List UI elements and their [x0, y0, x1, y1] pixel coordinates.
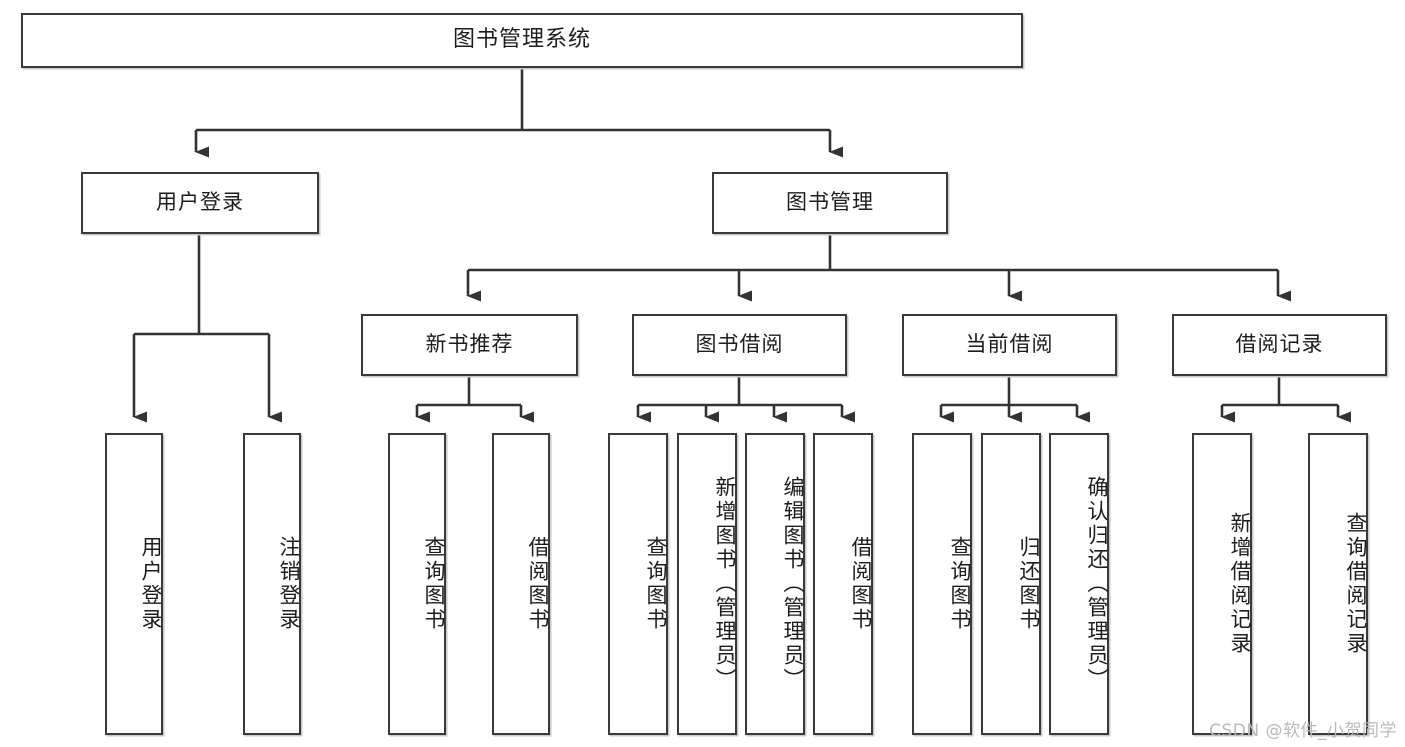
- leaf-edit-book-admin[interactable]: 编辑图书（管理员）: [745, 433, 805, 735]
- node-user-login-label: 用户登录: [156, 190, 244, 215]
- leaf-query-borrow-record-label: 查询借阅记录: [1344, 512, 1368, 656]
- leaf-query-book-label: 查询图书: [644, 536, 668, 632]
- leaf-logout-label: 注销登录: [277, 536, 301, 632]
- node-book-management-label: 图书管理: [786, 190, 874, 215]
- leaf-borrow-book-recommend-label: 借阅图书: [526, 536, 550, 632]
- node-book-management[interactable]: 图书管理: [712, 172, 948, 234]
- leaf-query-book[interactable]: 查询图书: [608, 433, 668, 735]
- node-borrow-record-label: 借阅记录: [1235, 332, 1324, 357]
- leaf-confirm-return-admin[interactable]: 确认归还（管理员）: [1049, 433, 1109, 735]
- leaf-borrow-book[interactable]: 借阅图书: [813, 433, 873, 735]
- leaf-query-book-current-label: 查询图书: [948, 536, 972, 632]
- leaf-logout[interactable]: 注销登录: [243, 433, 301, 735]
- node-new-book-recommend[interactable]: 新书推荐: [361, 314, 578, 376]
- leaf-borrow-book-recommend[interactable]: 借阅图书: [492, 433, 550, 735]
- leaf-query-borrow-record[interactable]: 查询借阅记录: [1308, 433, 1368, 735]
- leaf-user-login[interactable]: 用户登录: [105, 433, 163, 735]
- leaf-confirm-return-admin-label: 确认归还（管理员）: [1085, 476, 1109, 692]
- node-book-borrow-label: 图书借阅: [695, 332, 784, 357]
- node-current-borrow-label: 当前借阅: [965, 332, 1054, 357]
- leaf-edit-book-admin-label: 编辑图书（管理员）: [781, 476, 805, 692]
- leaf-borrow-book-label: 借阅图书: [849, 536, 873, 632]
- node-book-borrow[interactable]: 图书借阅: [632, 314, 847, 376]
- node-new-book-recommend-label: 新书推荐: [425, 332, 514, 357]
- leaf-query-book-recommend-label: 查询图书: [422, 536, 446, 632]
- leaf-add-book-admin[interactable]: 新增图书（管理员）: [677, 433, 737, 735]
- leaf-add-book-admin-label: 新增图书（管理员）: [713, 476, 737, 692]
- leaf-user-login-label: 用户登录: [139, 536, 163, 632]
- leaf-add-borrow-record-label: 新增借阅记录: [1228, 512, 1252, 656]
- leaf-return-book[interactable]: 归还图书: [981, 433, 1041, 735]
- node-root-label: 图书管理系统: [452, 27, 591, 53]
- node-current-borrow[interactable]: 当前借阅: [902, 314, 1117, 376]
- csdn-watermark: CSDN @软件_小贺同学: [1209, 721, 1397, 741]
- leaf-query-book-recommend[interactable]: 查询图书: [388, 433, 446, 735]
- node-borrow-record[interactable]: 借阅记录: [1172, 314, 1387, 376]
- leaf-query-book-current[interactable]: 查询图书: [912, 433, 972, 735]
- node-root[interactable]: 图书管理系统: [21, 13, 1023, 68]
- node-user-login[interactable]: 用户登录: [81, 172, 319, 234]
- leaf-return-book-label: 归还图书: [1017, 536, 1041, 632]
- leaf-add-borrow-record[interactable]: 新增借阅记录: [1192, 433, 1252, 735]
